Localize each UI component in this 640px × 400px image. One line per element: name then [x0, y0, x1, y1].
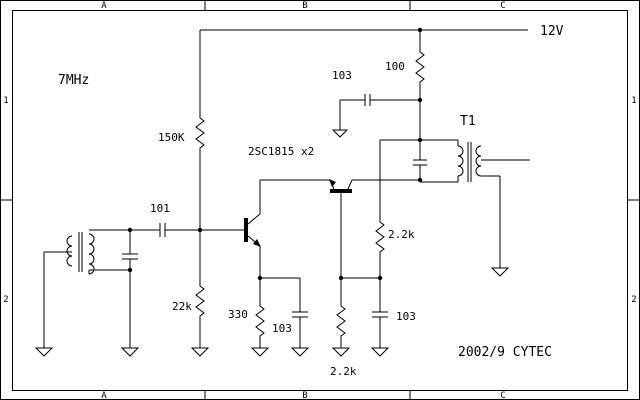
- resistor-330: [255, 278, 265, 348]
- resistor-22k: [195, 230, 205, 348]
- resistor-2k2-base: [336, 278, 346, 348]
- ground-symbol: [290, 347, 310, 357]
- zone-top-c: C: [500, 1, 505, 11]
- resistor-100-label: 100: [385, 60, 405, 73]
- capacitor-bypass-label: 103: [396, 310, 416, 323]
- row-right-1: 1: [631, 96, 636, 106]
- tank-circuit: [379, 137, 530, 268]
- transistor-q2: [329, 179, 420, 281]
- capacitor-101-label: 101: [150, 202, 170, 215]
- footer-label: 2002/9 CYTEC: [458, 345, 552, 360]
- supply-label: 12V: [540, 24, 564, 39]
- resistor-22k-label: 22k: [172, 300, 192, 313]
- row-left-2: 2: [3, 295, 8, 305]
- transistor-label: 2SC1815 x2: [248, 145, 314, 158]
- frequency-label: 7MHz: [58, 73, 89, 88]
- zone-bottom-a: A: [101, 391, 107, 400]
- resistor-150k-label: 150K: [158, 131, 185, 144]
- capacitor-emitter-label: 103: [272, 322, 292, 335]
- input-transformer: [43, 227, 160, 348]
- resistor-2k2-base-label: 2.2k: [330, 365, 357, 378]
- resistor-2k2-collector: [375, 221, 385, 281]
- zone-bottom-b: B: [302, 391, 307, 400]
- supply-rail: [199, 27, 528, 118]
- capacitor-decouple: [339, 94, 423, 140]
- transistor-q1: [244, 179, 330, 281]
- ground-symbol: [370, 347, 390, 357]
- transformer-label: T1: [460, 114, 476, 129]
- zone-top-a: A: [101, 1, 107, 11]
- zone-top-b: B: [302, 1, 307, 11]
- resistor-330-label: 330: [228, 308, 248, 321]
- ground-symbol: [120, 347, 140, 357]
- ground-symbol: [490, 267, 510, 277]
- capacitor-decouple-label: 103: [332, 69, 352, 82]
- resistor-100: [415, 48, 425, 98]
- ground-symbol: [331, 129, 349, 138]
- row-left-1: 1: [3, 96, 8, 106]
- row-right-2: 2: [631, 295, 636, 305]
- zone-bottom-c: C: [500, 391, 505, 400]
- ground-symbol: [190, 347, 210, 357]
- resistor-150k: [195, 117, 205, 233]
- capacitor-101: [159, 223, 246, 237]
- capacitor-bypass: [372, 278, 388, 348]
- resistor-2k2-collector-label: 2.2k: [388, 228, 415, 241]
- ground-symbol: [34, 347, 54, 357]
- capacitor-emitter: [292, 278, 308, 348]
- ground-symbol: [250, 347, 270, 357]
- ground-symbol: [331, 347, 351, 357]
